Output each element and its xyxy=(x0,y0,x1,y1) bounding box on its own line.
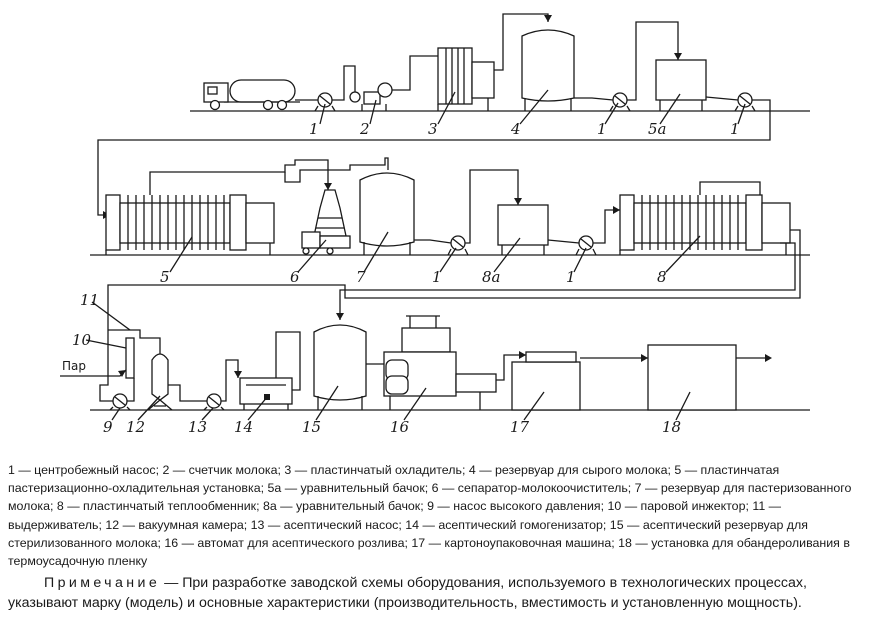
label-13: 13 xyxy=(188,418,207,436)
pipe xyxy=(627,21,679,101)
pipe xyxy=(547,239,580,244)
note: Примечание — При разработке заводской сх… xyxy=(8,574,864,613)
note-text: — При разработке заводской схемы оборудо… xyxy=(8,575,807,611)
label-9: 9 xyxy=(103,418,113,436)
label-7: 7 xyxy=(356,268,366,286)
pipe xyxy=(168,384,207,402)
plate-cooler-3 xyxy=(437,47,495,111)
label-15: 15 xyxy=(302,418,321,436)
holding-tube-11 xyxy=(91,301,161,355)
label-12: 12 xyxy=(126,418,145,436)
label-8: 8 xyxy=(657,268,667,286)
pipe xyxy=(275,331,301,391)
pasteurized-milk-tank-7 xyxy=(359,172,415,255)
pipe xyxy=(332,65,356,101)
label-1a: 1 xyxy=(309,120,319,138)
leader-lines xyxy=(111,89,746,421)
plate-heat-exchanger-8 xyxy=(619,194,791,255)
centrifugal-pump-1d xyxy=(447,235,469,256)
pipe xyxy=(699,181,761,195)
label-2: 2 xyxy=(359,120,370,138)
pipe xyxy=(705,96,739,101)
centrifugal-pump-1b xyxy=(609,92,631,112)
legend: 1 — центробежный насос; 2 — счетчик моло… xyxy=(8,461,864,570)
balance-tank-5a xyxy=(655,59,707,111)
aseptic-homogenizer-14 xyxy=(239,377,293,410)
milk-meter-2 xyxy=(349,82,393,111)
separator-clarifier-6 xyxy=(301,189,351,255)
label-1e: 1 xyxy=(566,268,576,286)
label-17: 17 xyxy=(510,418,530,436)
label-5: 5 xyxy=(160,268,170,286)
pipe xyxy=(284,157,389,183)
label-16: 16 xyxy=(390,418,410,436)
shrink-banding-machine-18 xyxy=(647,344,737,411)
centrifugal-pump-1c xyxy=(734,92,756,112)
vacuum-chamber-12 xyxy=(147,353,173,411)
label-3: 3 xyxy=(428,120,438,138)
pipe xyxy=(127,378,135,402)
pipe xyxy=(99,330,113,402)
equipment-scheme: 1 2 3 4 1 5а 1 5 6 7 1 8а 1 8 11 10 Пар … xyxy=(60,13,810,436)
pipe xyxy=(97,99,771,216)
centrifugal-pump-1e xyxy=(575,235,597,256)
label-5a: 5а xyxy=(648,120,667,138)
label-10: 10 xyxy=(72,331,92,349)
pipe xyxy=(414,239,452,244)
label-1b: 1 xyxy=(597,120,607,138)
label-11: 11 xyxy=(80,291,99,309)
pipe xyxy=(574,97,614,101)
milk-tanker-truck xyxy=(203,79,300,111)
legend-text: 1 — центробежный насос; 2 — счетчик моло… xyxy=(8,463,852,569)
centrifugal-pump-1a xyxy=(314,92,336,112)
label-18: 18 xyxy=(662,418,681,436)
pipe xyxy=(149,159,329,195)
aseptic-pump-13 xyxy=(203,393,225,411)
label-1c: 1 xyxy=(730,120,740,138)
label-14: 14 xyxy=(234,418,253,436)
aseptic-filling-machine-16 xyxy=(383,315,497,410)
note-heading: Примечание xyxy=(44,575,161,591)
pipe xyxy=(496,354,526,381)
pipe xyxy=(221,359,239,402)
label-6: 6 xyxy=(290,268,300,286)
pipe xyxy=(465,169,519,244)
pasteurizer-5 xyxy=(105,194,275,255)
label-4: 4 xyxy=(510,120,521,138)
steam-inlet xyxy=(60,369,127,377)
pipe xyxy=(593,209,620,244)
balance-tank-8a xyxy=(497,204,549,255)
carton-packer-17 xyxy=(511,351,581,411)
aseptic-tank-15 xyxy=(313,324,367,410)
high-pressure-pump-9 xyxy=(109,393,131,411)
pipe xyxy=(339,242,796,320)
raw-milk-tank-4 xyxy=(521,29,575,111)
label-8a: 8а xyxy=(482,268,501,286)
label-1d: 1 xyxy=(432,268,442,286)
steam-label: Пар xyxy=(62,359,86,373)
steam-injector-10 xyxy=(85,337,135,379)
pipe xyxy=(107,229,801,330)
pipe xyxy=(392,55,438,91)
